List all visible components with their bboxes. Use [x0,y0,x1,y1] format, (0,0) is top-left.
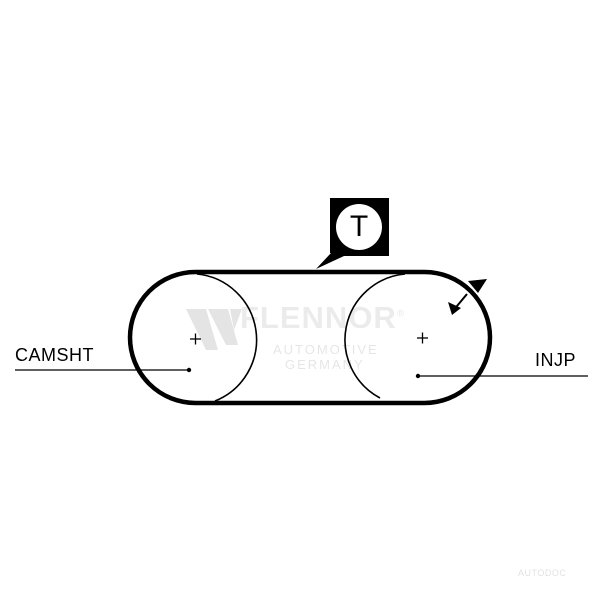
tensioner-label: T [349,210,369,243]
watermark-corner: AUTODOC [518,568,567,578]
timing-belt [127,269,493,406]
crosshair-icon [190,333,201,345]
watermark-brand: FLENNOR® [240,300,405,336]
camshaft-marker-dot [186,367,192,373]
watermark-line2: GERMANY [285,357,365,372]
camshaft-label: CAMSHT [15,345,94,365]
watermark-brand-text: FLENNOR [240,300,397,335]
watermark-registered-mark: ® [396,308,406,320]
camshaft-pulley [196,273,258,402]
injection-pump-marker-dot [415,373,421,379]
flennor-logo-icon [186,309,242,350]
injection-pump-pulley [344,273,406,399]
injection-pump-label: INJP [535,350,577,370]
rotation-arrow-icon [448,279,487,315]
tensioner-callout [316,198,389,269]
watermark-line1: AUTOMOTIVE [273,342,379,357]
crosshair-icon [417,332,428,344]
